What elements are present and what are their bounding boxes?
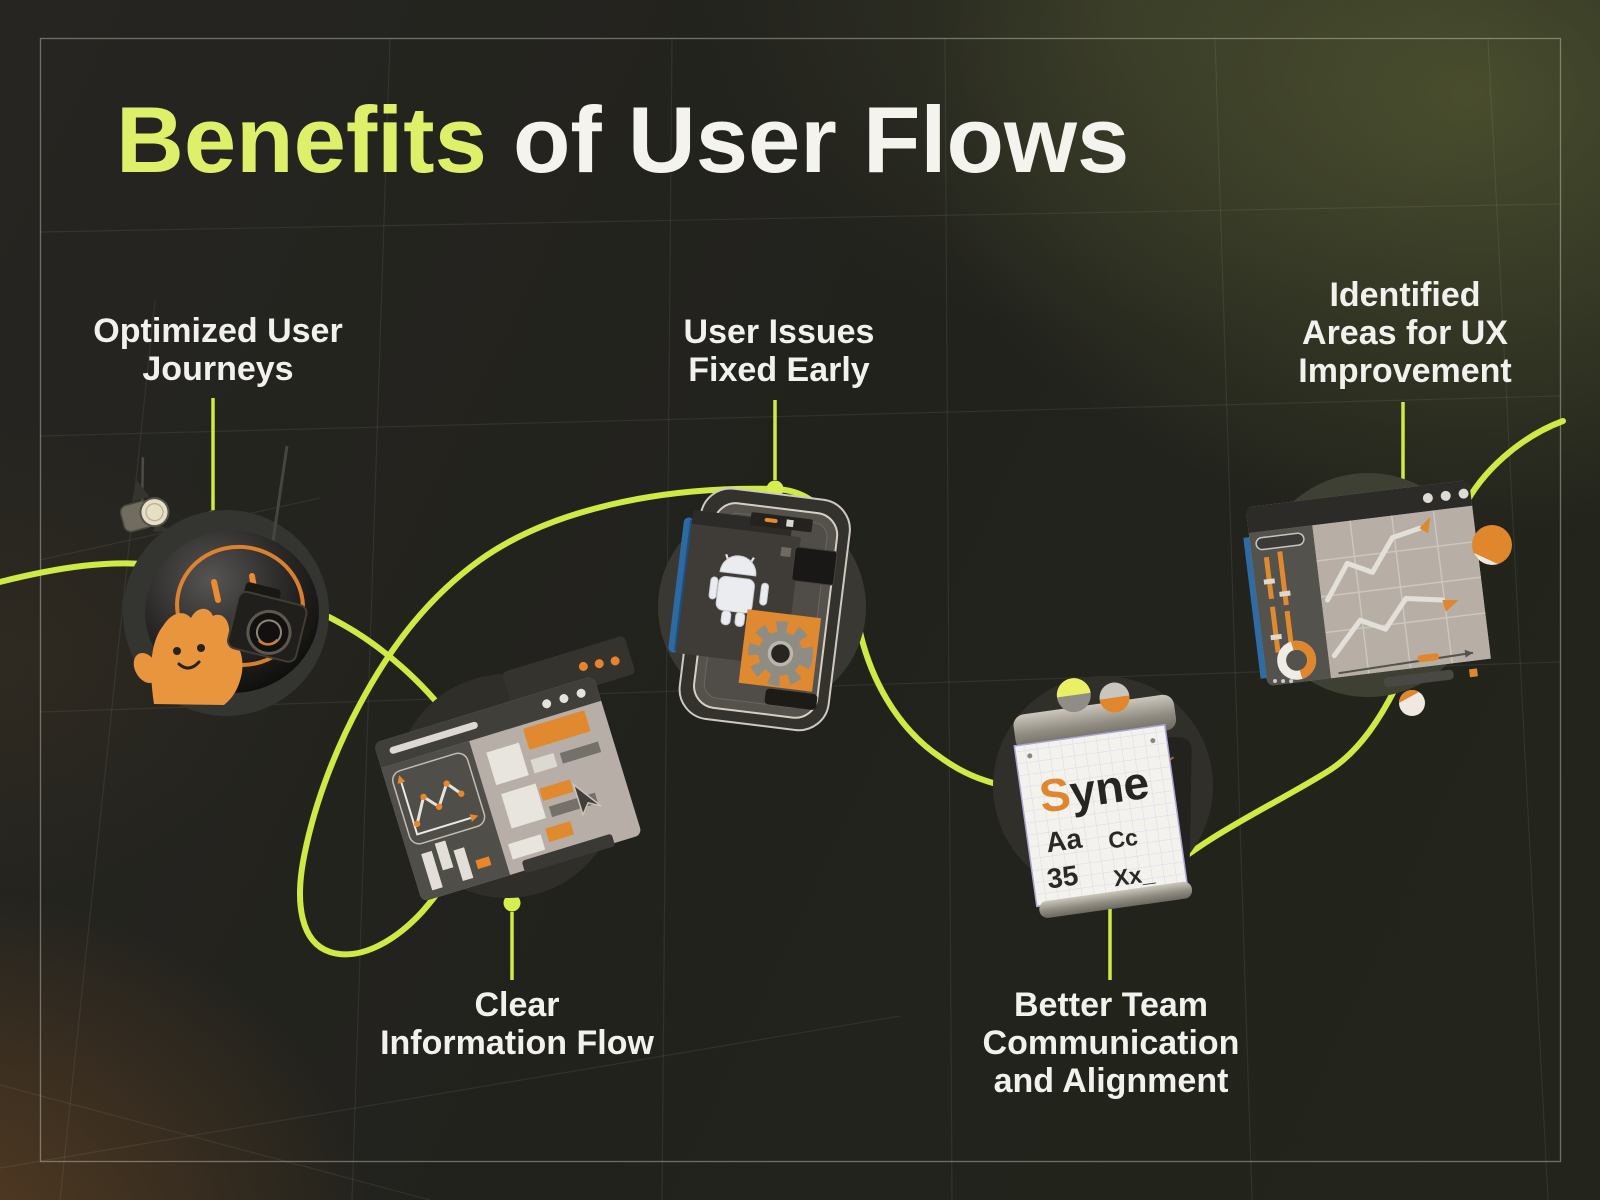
cursor-icon <box>572 782 602 817</box>
pad-bottom-curl <box>1039 881 1193 918</box>
benefit-label-user-issues-fixed-early: User Issues Fixed Early <box>683 313 875 389</box>
trend-line-upper <box>1325 516 1431 603</box>
orange-sphere-icon <box>1472 525 1512 565</box>
specimen-cc: Cc <box>1107 824 1140 854</box>
connector-stems <box>211 398 1405 980</box>
specimen-word: Syne <box>1036 756 1152 823</box>
dashboard-window-icon <box>375 636 641 901</box>
back-window <box>502 636 635 710</box>
icon-circle-clear-information-flow <box>375 636 641 901</box>
icon-circle-better-team-communication: Syne Aa Cc 35 Xx_ <box>993 676 1213 918</box>
border-frame <box>39 37 1562 1163</box>
trend-line-lower <box>1331 595 1459 659</box>
benefit-label-clear-information-flow: Clear Information Flow <box>380 986 654 1062</box>
donut-chart-icon <box>1277 640 1317 680</box>
specimen-paper: Syne Aa Cc 35 Xx_ <box>1013 723 1189 908</box>
arrow-right-icon <box>1442 600 1459 612</box>
benefit-label-better-team-communication: Better Team Communication and Alignment <box>982 986 1240 1100</box>
title-highlight: Benefits <box>116 87 487 192</box>
benefit-label-optimized-user-journeys: Optimized User Journeys <box>93 312 343 388</box>
pad-top-curl <box>1013 694 1177 751</box>
antenna-icon <box>270 445 289 549</box>
mini-bar-chart <box>421 840 492 891</box>
mini-line-chart <box>392 752 486 845</box>
specimen-xx: Xx_ <box>1112 860 1156 891</box>
android-icon <box>708 553 769 627</box>
window-content-blocks <box>486 710 615 873</box>
slider-controls <box>1263 551 1295 653</box>
small-sphere-icon <box>1398 689 1425 716</box>
specimen-aa: Aa <box>1044 823 1084 859</box>
icon-circle-identified-ux-improvement <box>1243 473 1512 716</box>
spotlight-icon <box>119 457 178 533</box>
lime-ball-icon <box>1056 678 1091 713</box>
plush-toy-icon <box>133 608 243 705</box>
gear-icon <box>747 621 813 687</box>
chrome-orange-ball-icon <box>1099 682 1130 713</box>
black-screen <box>791 546 838 586</box>
search-pill <box>1255 532 1305 551</box>
arrow-up-icon <box>1419 516 1431 534</box>
specimen-num: 35 <box>1045 859 1080 894</box>
benefit-label-identified-ux-improvement: Identified Areas for UX Improvement <box>1298 276 1512 390</box>
camera-icon <box>226 582 315 663</box>
title-rest: of User Flows <box>486 87 1130 192</box>
analytics-window-icon <box>1243 480 1491 688</box>
connector-dot-2 <box>503 894 521 912</box>
icon-circle-user-issues-fixed-early <box>658 487 866 732</box>
icon-circle-optimized-user-journeys <box>119 445 329 716</box>
font-specimen-notepad-icon: Syne Aa Cc 35 Xx_ <box>1013 678 1193 918</box>
mini-titlebar <box>750 512 813 533</box>
page-title: Benefits of User Flows <box>116 86 1129 194</box>
chart-axis <box>1338 649 1474 675</box>
android-phone-icon <box>668 487 851 732</box>
